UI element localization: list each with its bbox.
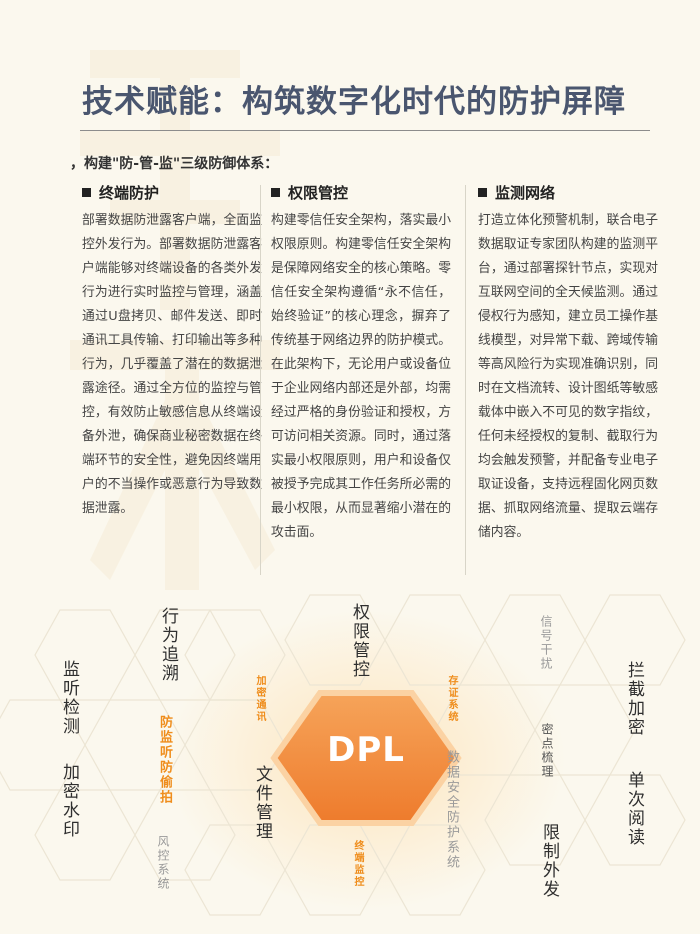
square-bullet-icon	[478, 188, 487, 197]
label-intercept-encrypt: 拦截加密	[624, 661, 644, 737]
square-bullet-icon	[82, 188, 91, 197]
page-title: 技术赋能：构筑数字化时代的防护屏障	[82, 84, 626, 120]
label-encrypt-watermark: 加密水印	[59, 763, 79, 839]
dpl-center-label: DPL	[327, 730, 405, 770]
column-heading-text: 监测网络	[495, 184, 556, 202]
column-heading-text: 终端防护	[99, 184, 160, 202]
column-heading: 监测网络	[478, 182, 658, 203]
column-body: 构建零信任安全架构，落实最小权限原则。构建零信任安全架构是保障网络安全的核心策略…	[271, 213, 451, 540]
label-anti-leak: 防监听防偷拍	[157, 715, 172, 805]
square-bullet-icon	[271, 188, 280, 197]
label-restrict-send: 限制外发	[539, 823, 559, 899]
label-signal-jam: 信号干扰	[539, 615, 553, 671]
title-divider	[80, 130, 650, 131]
label-terminal-monitor: 终端监控	[352, 840, 363, 888]
column-body: 打造立体化预警机制，联合电子数据取证专家团队构建的监测平台，通过部署探针节点，实…	[478, 213, 658, 540]
label-secret-point: 密点梳理	[540, 723, 554, 779]
dpl-center-hexagon	[270, 690, 462, 826]
column-divider	[465, 185, 466, 575]
column-permission-control: 权限管控 构建零信任安全架构，落实最小权限原则。构建零信任安全架构是保障网络安全…	[271, 182, 451, 545]
column-heading: 终端防护	[82, 182, 262, 203]
label-behavior-trace: 行为追溯	[158, 607, 178, 683]
column-network-monitoring: 监测网络 打造立体化预警机制，联合电子数据取证专家团队构建的监测平台，通过部署探…	[478, 182, 658, 545]
label-data-protect-system: 数据安全防护系统	[444, 750, 459, 870]
page-subtitle: ，构建"防-管-监"三级防御体系：	[70, 156, 279, 172]
hexagon-grid	[0, 594, 686, 916]
label-monitor-detect: 监听检测	[59, 660, 79, 736]
label-risk-control: 风控系统	[156, 835, 170, 891]
label-encrypt-comm: 加密通讯	[254, 675, 265, 723]
label-file-manage: 文件管理	[252, 765, 272, 841]
column-terminal-protection: 终端防护 部署数据防泄露客户端，全面监控外发行为。部署数据防泄露客户端能够对终端…	[82, 182, 262, 521]
column-body: 部署数据防泄露客户端，全面监控外发行为。部署数据防泄露客户端能够对终端设备的各类…	[82, 213, 262, 516]
column-heading-text: 权限管控	[288, 184, 349, 202]
label-evidence-system: 存证系统	[446, 675, 457, 723]
column-heading: 权限管控	[271, 182, 451, 203]
dpl-hexagon-diagram: DPL 监听检测 加密水印 行为追溯 防监听防偷拍 风控系统 加密通讯 文件管理…	[0, 575, 700, 934]
label-permission-control: 权限管控	[349, 603, 369, 679]
label-single-read: 单次阅读	[624, 771, 644, 847]
column-divider	[260, 185, 261, 575]
